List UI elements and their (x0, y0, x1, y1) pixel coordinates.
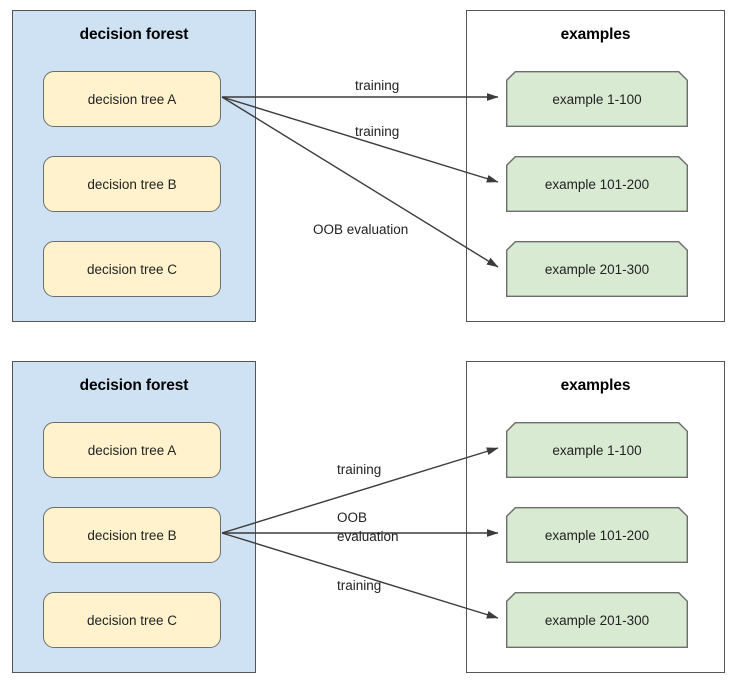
diagram-bottom: decision forest decision tree A decision… (0, 351, 737, 685)
edge-tree-a-to-example-201-300 (221, 96, 499, 268)
tree-node-label: decision tree B (87, 527, 177, 543)
examples-title-top: examples (560, 26, 631, 43)
diagram-top: decision forest decision tree A decision… (0, 0, 737, 340)
examples-container-top: examples example 1-100 example 101-200 (466, 10, 725, 322)
edge-tree-a-to-example-101-200 (221, 96, 499, 183)
edge-label-training-2-bottom: training (337, 578, 382, 593)
decision-forest-container-top: decision forest decision tree A decision… (12, 10, 256, 322)
edge-tree-b-to-example-1-100 (221, 447, 499, 534)
connector-layer-top (221, 93, 499, 268)
tree-node-label: decision tree A (87, 442, 177, 458)
edge-label-training-1-bottom: training (337, 462, 382, 477)
example-node-label: example 101-200 (544, 527, 650, 543)
tree-node-b-bottom[interactable]: decision tree B (43, 507, 221, 563)
examples-container-bottom: examples example 1-100 example 101-200 (466, 361, 725, 673)
edge-tree-b-to-example-201-300 (221, 532, 499, 619)
tree-node-label: decision tree C (86, 261, 178, 277)
edge-label-oob-evaluation-top: OOB evaluation (313, 222, 409, 237)
edge-label-evaluation-bottom: evaluation (337, 529, 399, 544)
tree-node-label: decision tree C (86, 612, 178, 628)
connector-layer-bottom (221, 447, 499, 619)
example-node-label: example 1-100 (552, 442, 642, 458)
tree-node-c-bottom[interactable]: decision tree C (43, 592, 221, 648)
edge-label-training-1-top: training (355, 78, 400, 93)
tree-node-label: decision tree A (87, 91, 177, 107)
tree-node-a-top[interactable]: decision tree A (43, 71, 221, 127)
example-node-1-100-bottom[interactable]: example 1-100 (506, 422, 688, 478)
example-node-label: example 201-300 (544, 261, 650, 277)
tree-node-a-bottom[interactable]: decision tree A (43, 422, 221, 478)
decision-forest-container-bottom: decision forest decision tree A decision… (12, 361, 256, 673)
example-node-1-100-top[interactable]: example 1-100 (506, 71, 688, 127)
edge-label-oob-bottom: OOB (337, 510, 368, 525)
decision-forest-title-bottom: decision forest (79, 377, 189, 394)
edge-label-training-2-top: training (355, 124, 400, 139)
tree-node-c-top[interactable]: decision tree C (43, 241, 221, 297)
example-node-label: example 101-200 (544, 176, 650, 192)
examples-title-bottom: examples (560, 377, 631, 394)
example-node-label: example 1-100 (552, 91, 642, 107)
decision-forest-title-top: decision forest (79, 26, 189, 43)
tree-node-label: decision tree B (87, 176, 177, 192)
example-node-label: example 201-300 (544, 612, 650, 628)
example-node-201-300-bottom[interactable]: example 201-300 (506, 592, 688, 648)
tree-node-b-top[interactable]: decision tree B (43, 156, 221, 212)
